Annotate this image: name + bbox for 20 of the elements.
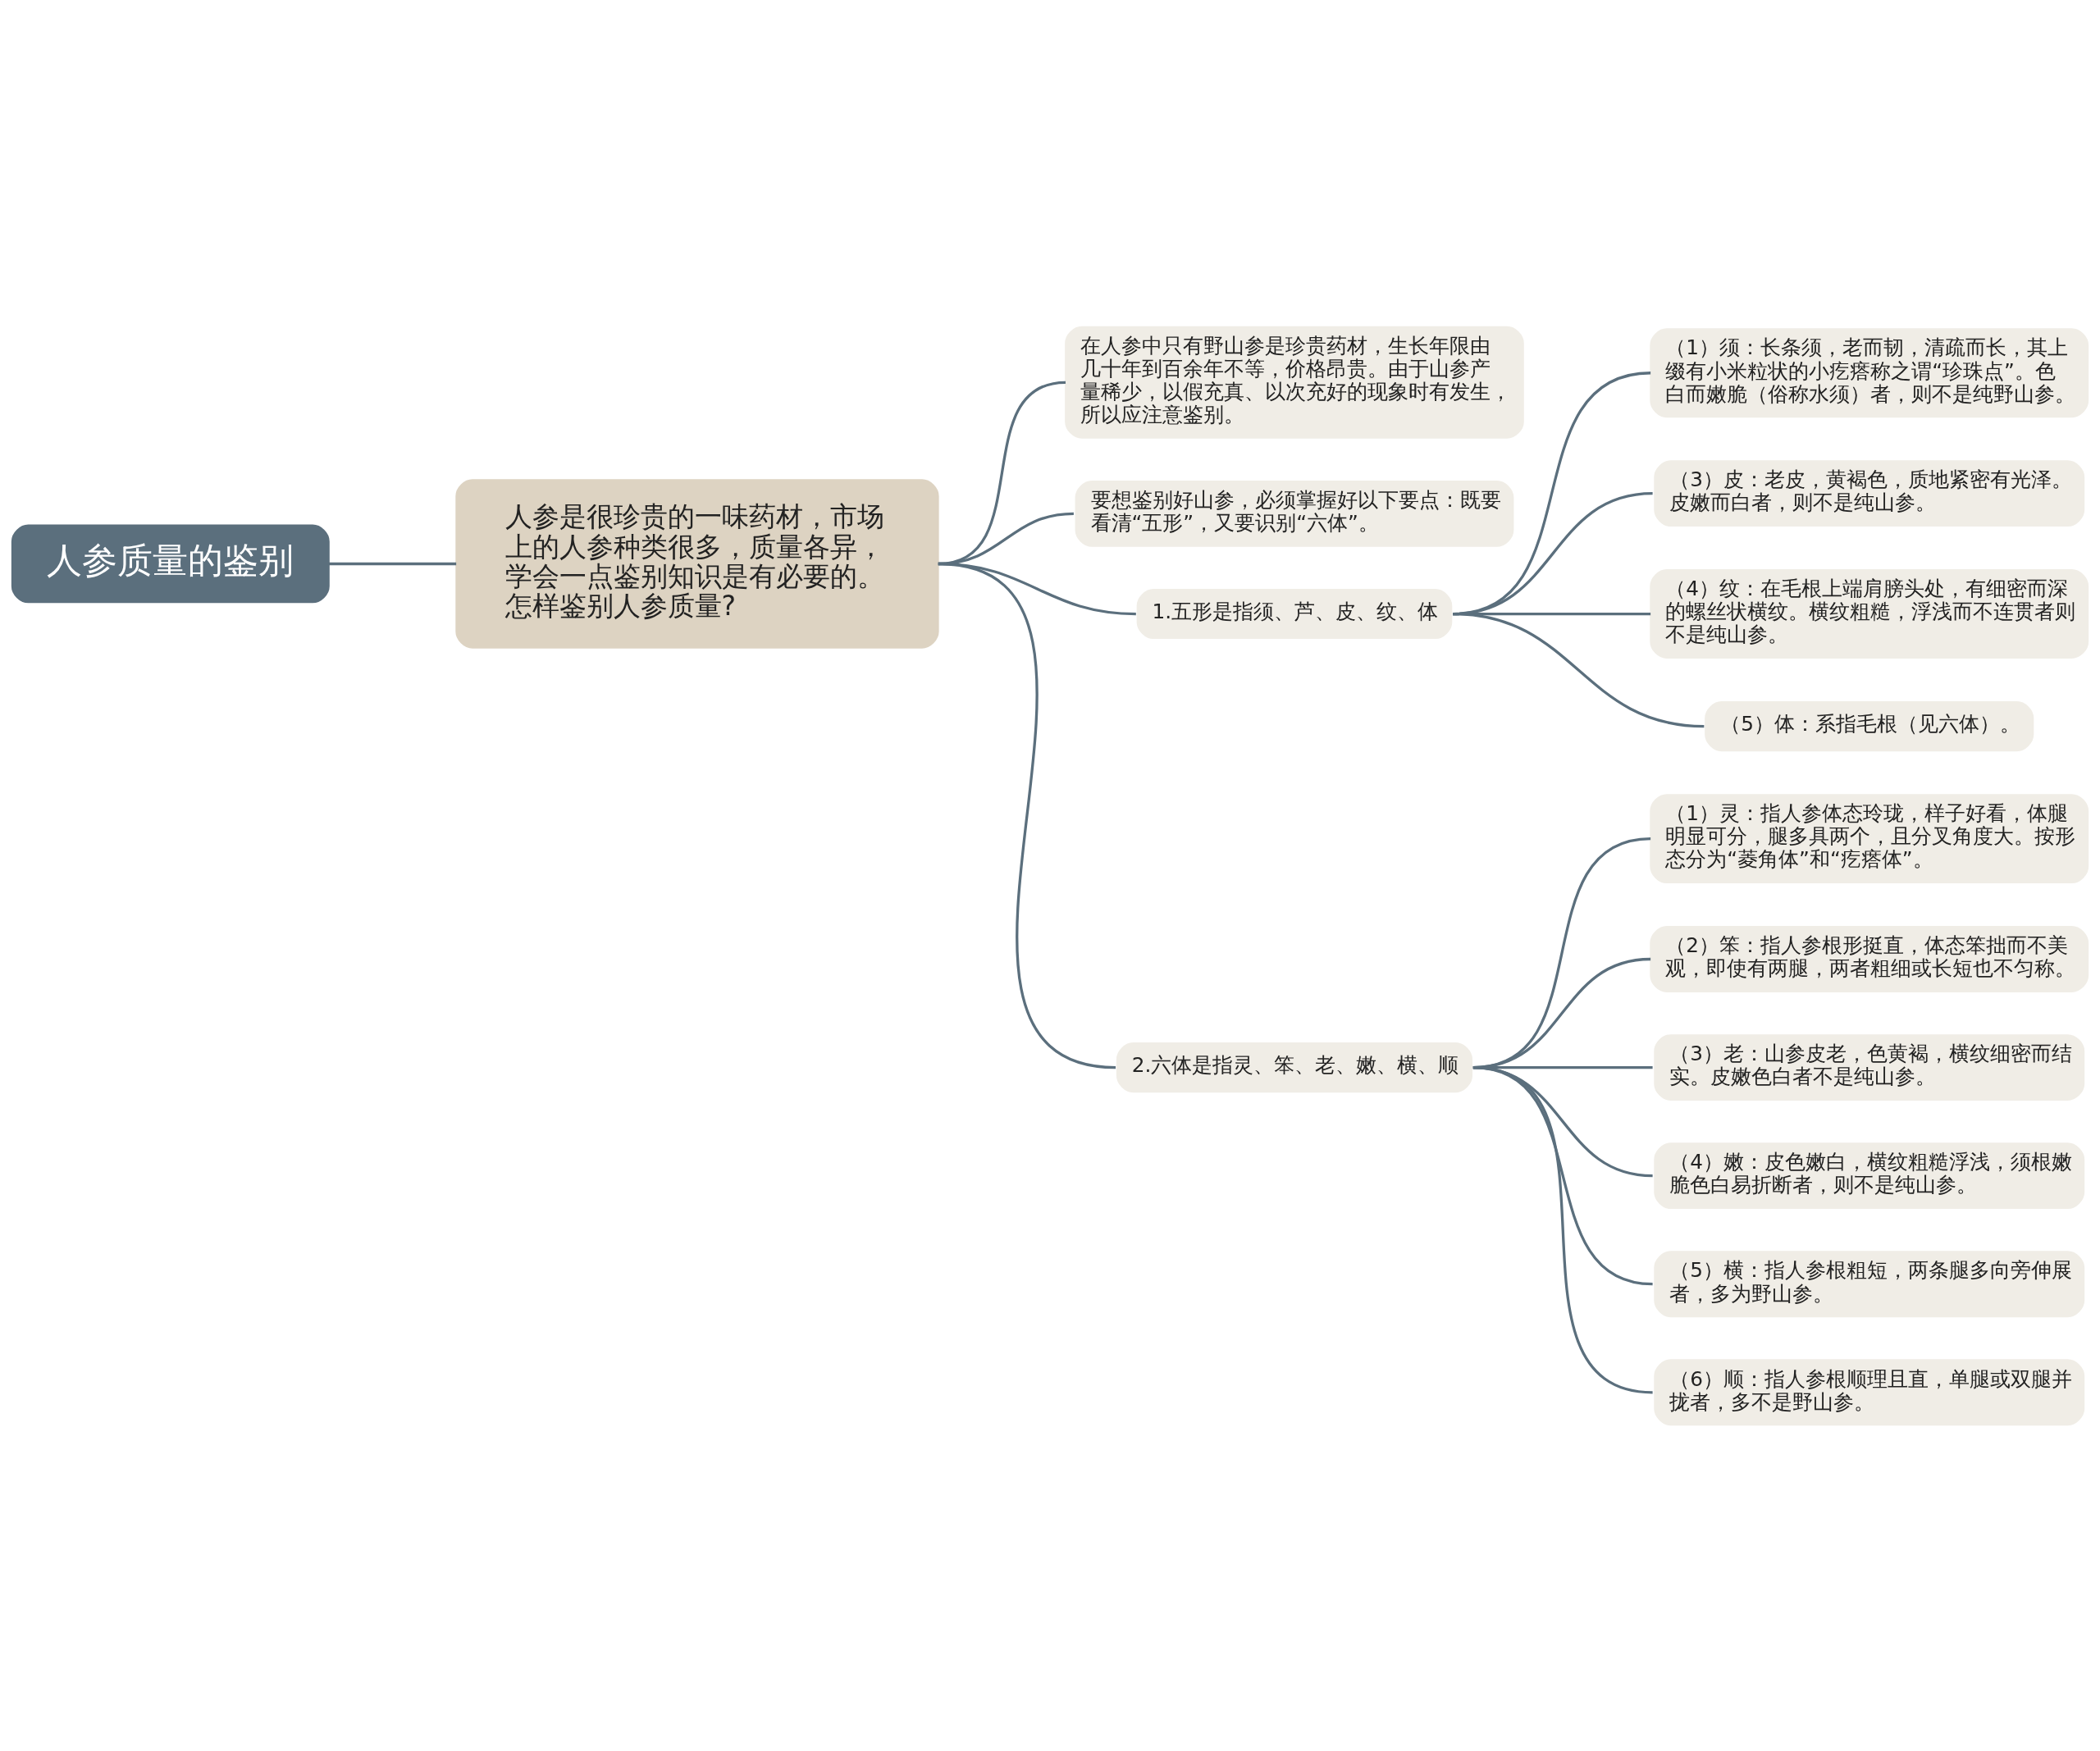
- node-box: （4）纹：在毛根上端肩膀头处，有细密而深的螺丝状横纹。横纹粗糙，浮浅而不连贯者则不是纯山参。: [1650, 568, 2089, 659]
- node-box: 2.六体是指灵、笨、老、嫩、横、顺: [1116, 1042, 1473, 1092]
- node-box: （2）笨：指人参根形挺直，体态笨拙而不美观，即使有两腿，两者粗细或长短也不匀称。: [1650, 925, 2089, 992]
- connector: [328, 562, 457, 565]
- node-box: 在人参中只有野山参是珍贵药材，生长年限由几十年到百余年不等，价格昂贵。由于山参产量稀少，以假充真、以次充好的现象时有发生，所以应注意鉴别。: [1065, 326, 1524, 439]
- connector: [1472, 1065, 1653, 1393]
- connector: [938, 562, 1116, 1069]
- node-box: （1）须：长条须，老而韧，清疏而长，其上缀有小米粒状的小疙瘩称之谓“珍珠点”。色白而嫩脆（俗称水须）者，则不是纯野山参。: [1650, 327, 2089, 417]
- node-box: 人参质量的鉴别: [11, 524, 330, 603]
- node-box: （6）顺：指人参根顺理且直，单腿或双腿并拢者，多不是野山参。: [1654, 1358, 2085, 1425]
- node-box: （1）灵：指人参体态玲珑，样子好看，体腿明显可分，腿多具两个，且分叉角度大。按形态分为“菱角体”和“疙瘩体”。: [1650, 793, 2089, 883]
- node-box: 人参是很珍贵的一味药材，市场上的人参种类很多，质量各异，学会一点鉴别知识是有必要的。怎样鉴别人参质量?: [455, 478, 939, 649]
- node-box: 1.五形是指须、芦、皮、纹、体: [1136, 588, 1453, 639]
- node-box: （3）皮：老皮，黄褐色，质地紧密有光泽。皮嫩而白者，则不是纯山参。: [1654, 459, 2085, 527]
- node-box: 要想鉴别好山参，必须掌握好以下要点：既要看清“五形”，又要识别“六体”。: [1075, 480, 1514, 547]
- connector: [1453, 612, 1705, 727]
- node-box: （4）嫩：皮色嫩白，横纹粗糙浮浅，须根嫩脆色白易折断者，则不是纯山参。: [1654, 1142, 2085, 1209]
- node-box: （3）老：山参皮老，色黄褐，横纹细密而结实。皮嫩色白者不是纯山参。: [1654, 1033, 2085, 1101]
- node-box: （5）体：系指毛根（见六体）。: [1705, 700, 2034, 751]
- node-box: （5）横：指人参根粗短，两条腿多向旁伸展者，多为野山参。: [1654, 1250, 2085, 1317]
